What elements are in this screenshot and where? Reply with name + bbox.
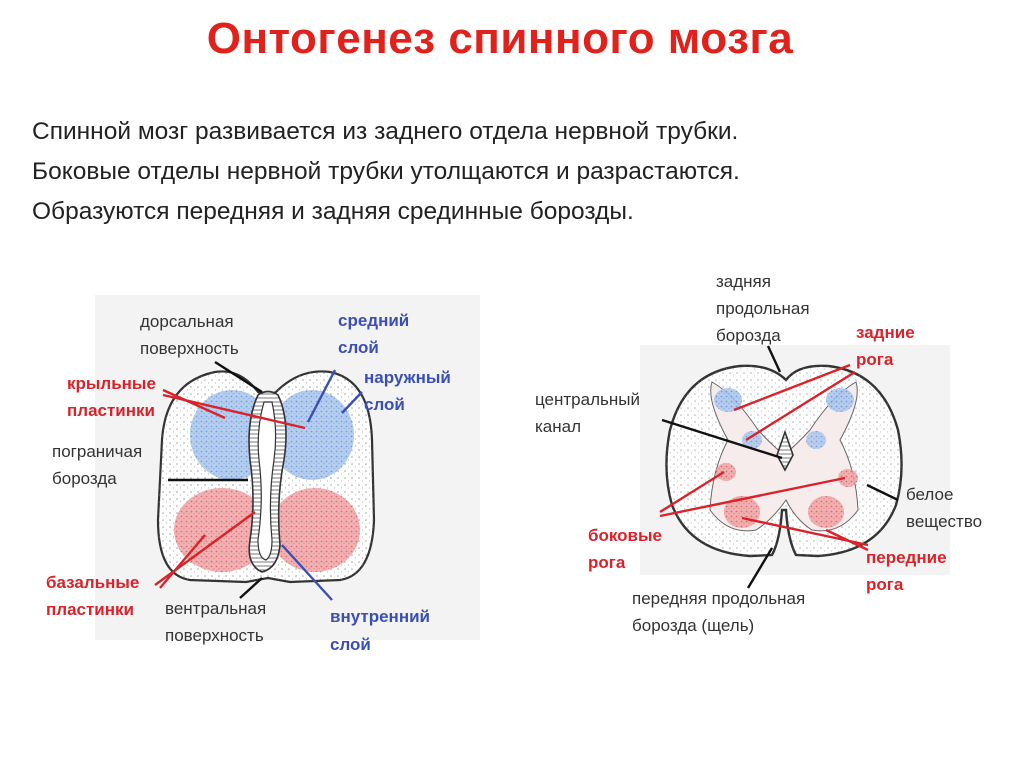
pointer-lateral-horns-2 bbox=[659, 476, 846, 518]
pointer-posterior-horns-2 bbox=[745, 370, 856, 442]
label-white-matter-2: вещество bbox=[906, 512, 982, 531]
label-dorsal-surface-2: поверхность bbox=[140, 339, 239, 358]
pointer-outer-layer bbox=[341, 391, 363, 414]
pointer-lateral-horns-1 bbox=[659, 470, 725, 514]
label-inner-layer-2: слой bbox=[330, 635, 371, 654]
anterior-horn-right bbox=[808, 496, 844, 528]
pointer-white-matter bbox=[866, 483, 899, 502]
posterior-horn-inner-right bbox=[806, 431, 826, 449]
pointer-inner-layer bbox=[281, 544, 333, 601]
posterior-horn-inner-left bbox=[742, 431, 762, 449]
pointer-dorsal bbox=[214, 360, 263, 394]
alar-plate-right bbox=[270, 390, 354, 480]
label-central-canal-1: центральный bbox=[535, 390, 640, 409]
label-alar-plates-2: пластинки bbox=[67, 401, 155, 420]
label-anterior-fissure-2: борозда (щель) bbox=[632, 616, 754, 635]
basal-plate-right bbox=[270, 488, 360, 572]
label-middle-layer-1: средний bbox=[338, 311, 409, 330]
label-central-canal-2: канал bbox=[535, 417, 581, 436]
pointer-anterior-fissure bbox=[746, 547, 774, 589]
label-middle-layer-2: слой bbox=[338, 338, 379, 357]
label-posterior-horns-1: задние bbox=[856, 323, 915, 342]
label-anterior-horns-2: рога bbox=[866, 575, 904, 594]
lateral-horn-right bbox=[838, 469, 858, 487]
label-outer-layer-1: наружный bbox=[364, 368, 451, 387]
intro-line: Спинной мозг развивается из заднего отде… bbox=[32, 118, 739, 145]
spinal-cord-diagram: задняя продольная борозда задние рога це… bbox=[535, 272, 982, 635]
label-limiting-sulcus-1: пограничая bbox=[52, 442, 142, 461]
posterior-horn-right bbox=[826, 388, 854, 412]
central-canal bbox=[776, 429, 794, 472]
label-basal-plates-2: пластинки bbox=[46, 600, 134, 619]
label-posterior-sulcus-2: продольная bbox=[716, 299, 810, 318]
page-title: Онтогенез спинного мозга bbox=[206, 14, 794, 63]
label-dorsal-surface-1: дорсальная bbox=[140, 312, 234, 331]
label-limiting-sulcus-2: борозда bbox=[52, 469, 117, 488]
label-posterior-horns-2: рога bbox=[856, 350, 894, 369]
label-ventral-surface-2: поверхность bbox=[165, 626, 264, 645]
label-inner-layer-1: внутренний bbox=[330, 607, 430, 626]
pointer-posterior-horns-1 bbox=[733, 363, 851, 412]
label-outer-layer-2: слой bbox=[364, 395, 405, 414]
pointer-posterior-sulcus bbox=[766, 345, 782, 373]
label-basal-plates-1: базальные bbox=[46, 573, 139, 592]
label-anterior-horns-1: передние bbox=[866, 548, 947, 567]
pointer-alar-1 bbox=[162, 388, 226, 420]
lateral-horn-left bbox=[716, 463, 736, 481]
pointer-ventral bbox=[239, 577, 263, 599]
label-alar-plates-1: крыльные bbox=[67, 374, 156, 393]
posterior-horn-left bbox=[714, 388, 742, 412]
intro-line: Боковые отделы нервной трубки утолщаются… bbox=[32, 158, 740, 185]
pointer-middle-layer bbox=[306, 369, 337, 423]
label-ventral-surface-1: вентральная bbox=[165, 599, 266, 618]
intro-text: Спинной мозг развивается из заднего отде… bbox=[32, 112, 992, 232]
basal-plate-left bbox=[174, 488, 270, 572]
label-posterior-sulcus-3: борозда bbox=[716, 326, 781, 345]
label-posterior-sulcus-1: задняя bbox=[716, 272, 771, 291]
pointer-basal-2 bbox=[159, 534, 206, 589]
neural-tube-diagram: дорсальная поверхность средний слой нару… bbox=[46, 295, 480, 654]
label-anterior-fissure-1: передняя продольная bbox=[632, 589, 805, 608]
pointer-anterior-horns-2 bbox=[825, 528, 869, 552]
central-canal-slit bbox=[257, 401, 277, 561]
pointer-central-canal bbox=[661, 418, 783, 460]
label-white-matter-1: белое bbox=[906, 485, 953, 504]
label-lateral-horns-2: рога bbox=[588, 553, 626, 572]
intro-line: Образуются передняя и задняя срединные б… bbox=[32, 198, 634, 225]
pointer-alar-2 bbox=[162, 393, 306, 430]
label-lateral-horns-1: боковые bbox=[588, 526, 662, 545]
